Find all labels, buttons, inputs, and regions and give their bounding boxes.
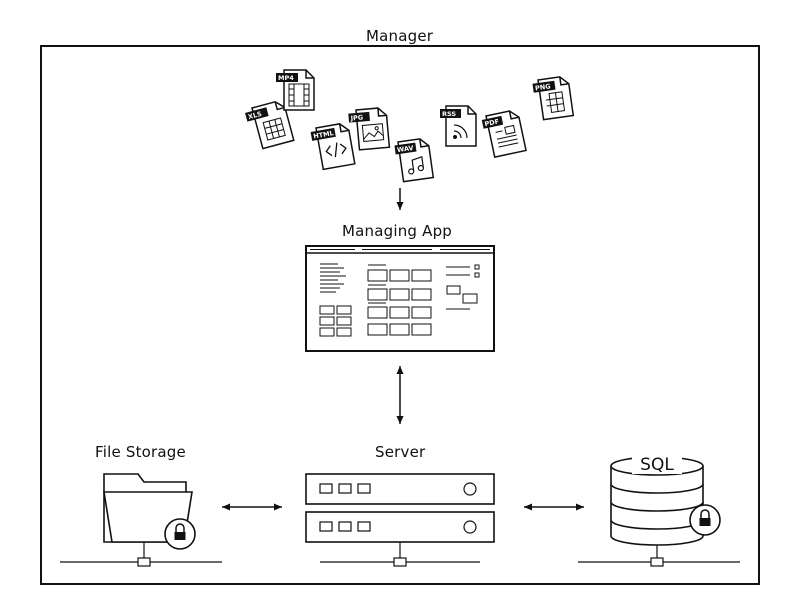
html-file-icon: HTML: [310, 123, 356, 171]
file-tag-xls: XLS: [247, 110, 263, 121]
png-file-icon: PNG: [532, 76, 575, 121]
file-tag-wav: WAV: [397, 144, 414, 154]
database-label: SQL: [640, 455, 674, 475]
server-rack-icon: [305, 473, 495, 543]
database-network-node-icon: [578, 545, 740, 567]
file-tag-html: HTML: [313, 129, 335, 140]
rss-file-icon: RSS: [440, 105, 477, 147]
file-tag-mp4: MP4: [278, 74, 294, 82]
file-tag-jpg: JPG: [349, 113, 363, 122]
audio-file-icon: WAV: [394, 138, 435, 183]
file-storage-lock-icon: [164, 518, 196, 550]
diagram-title: Manager: [366, 27, 434, 45]
video-file-icon: MP4: [276, 69, 315, 111]
server-label: Server: [375, 443, 426, 461]
file-tag-pdf: PDF: [484, 117, 500, 128]
manager-frame: [40, 45, 760, 585]
database-lock-icon: [689, 504, 721, 536]
image-file-icon: JPG: [348, 107, 391, 151]
managing-app-label: Managing App: [342, 222, 453, 240]
pdf-file-icon: PDF: [481, 110, 527, 158]
file-tag-rss: RSS: [442, 110, 456, 118]
file-tag-png: PNG: [535, 82, 552, 92]
file-storage-label: File Storage: [95, 443, 186, 461]
file-storage-network-node-icon: [60, 542, 222, 567]
server-network-node-icon: [320, 542, 480, 567]
sql-label-background: [632, 454, 682, 474]
spreadsheet-file-icon: XLS: [245, 100, 295, 150]
app-window-icon: [305, 245, 495, 352]
